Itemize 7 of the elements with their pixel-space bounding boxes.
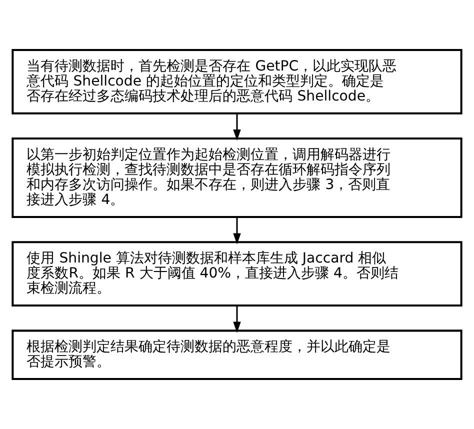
node-box: 当有待测数据时，首先检测是否存在 GetPC，以此实现队恶意代码 Shellcode 的起始位置的定位和类型判定。确定是否存在经过多态编码技术处理后的恶意代码 Shellcode。: [12, 49, 462, 114]
arrow: [233, 217, 241, 244]
node-box: 使用 Shingle 算法对待测数据和样本库生成 Jaccard 相似度系数R。如果 R 大于阈值 40%，直接进入步骤 4。否则结束检测流程。: [12, 241, 462, 307]
node-box: 根据检测判定结果确定待测数据的恶意程度，并以此确定是否提示预警。: [12, 330, 462, 380]
arrow: [233, 114, 241, 141]
node-box: 以第一步初始判定位置作为起始检测位置，调用解码器进行模拟执行检测，查找待测数据中是否存在循环解码指令序列和内存多次访问操作。如果不存在，则进入步骤 3，否则直接进入步骤 4。: [12, 138, 462, 218]
arrow: [233, 306, 241, 333]
